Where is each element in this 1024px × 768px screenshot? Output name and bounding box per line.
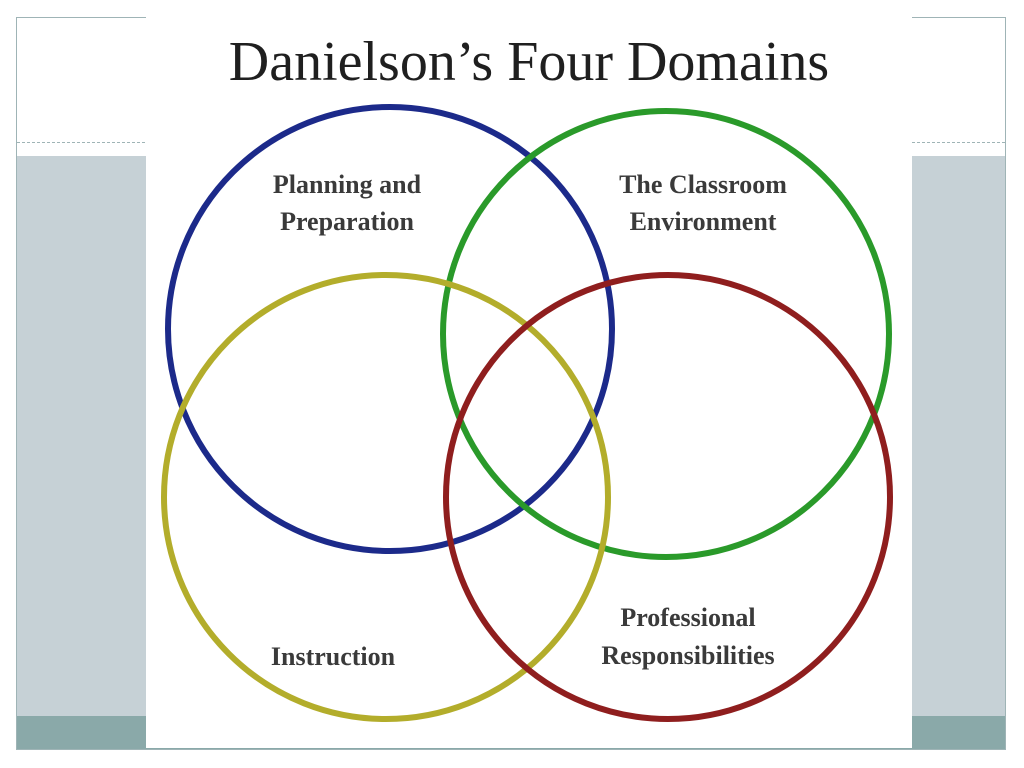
label-environment-line-2: Environment bbox=[630, 207, 777, 236]
venn-diagram: Danielson’s Four Domains Planning and Pr… bbox=[161, 31, 893, 722]
label-instruction: Instruction bbox=[271, 642, 396, 671]
diagram-title: Danielson’s Four Domains bbox=[229, 31, 829, 93]
label-environment-line-1: The Classroom bbox=[619, 170, 787, 199]
label-professional-line-2: Responsibilities bbox=[601, 641, 774, 670]
label-planning-line-2: Preparation bbox=[280, 207, 414, 236]
circle-professional-responsibilities bbox=[443, 272, 893, 722]
label-professional-line-1: Professional bbox=[620, 603, 755, 632]
venn-diagram-picture: Danielson’s Four Domains Planning and Pr… bbox=[146, 0, 912, 748]
circle-classroom-environment bbox=[440, 108, 892, 560]
circle-planning-and-preparation bbox=[165, 104, 615, 554]
label-planning-line-1: Planning and bbox=[273, 170, 422, 199]
circle-instruction bbox=[161, 272, 611, 722]
